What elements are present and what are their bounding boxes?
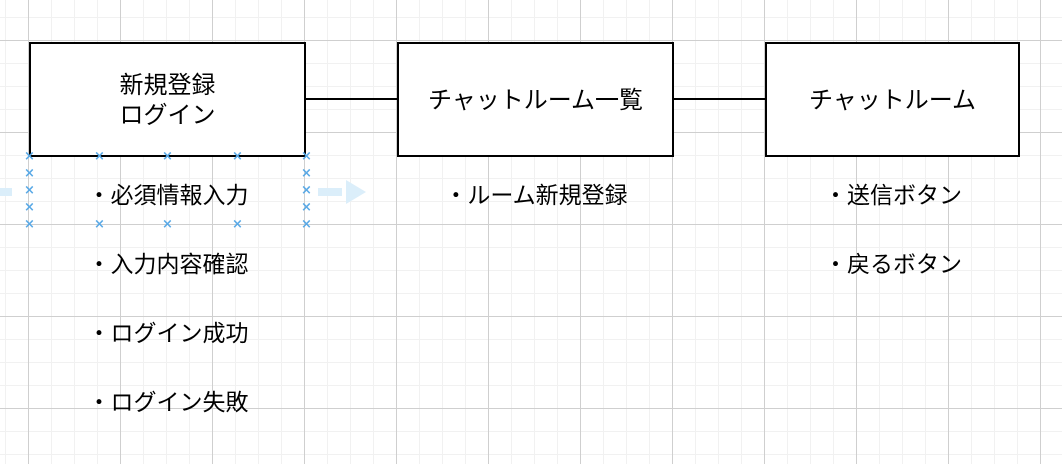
connection-point-icon[interactable]: × — [94, 149, 105, 164]
connection-point-icon[interactable]: × — [24, 200, 35, 215]
chatroom-list-item[interactable]: ・戻るボタン — [824, 252, 962, 278]
login-list-item[interactable]: ・ログイン失敗 — [87, 390, 249, 416]
connection-point-icon[interactable]: × — [301, 217, 312, 232]
connector-roomlist-to-chatroom[interactable] — [674, 98, 765, 100]
connector-login-to-roomlist[interactable] — [306, 98, 397, 100]
node-label: チャットルーム一覧 — [427, 85, 644, 114]
hover-arrow-right-icon[interactable] — [318, 178, 368, 206]
roomlist-list-item[interactable]: ・ルーム新規登録 — [444, 183, 628, 209]
login-list-item[interactable]: ・ログイン成功 — [87, 321, 249, 347]
connection-point-icon[interactable]: × — [24, 166, 35, 181]
connection-point-icon[interactable]: × — [301, 166, 312, 181]
connection-point-icon[interactable]: × — [301, 200, 312, 215]
connection-point-icon[interactable]: × — [162, 149, 173, 164]
node-register-login[interactable]: 新規登録ログイン — [29, 42, 306, 157]
connection-point-icon[interactable]: × — [24, 149, 35, 164]
node-label-line1: 新規登録 — [119, 70, 216, 99]
connection-point-icon[interactable]: × — [162, 217, 173, 232]
login-list-item[interactable]: ・入力内容確認 — [87, 252, 249, 278]
node-label: チャットルーム — [808, 85, 977, 114]
node-chatroom[interactable]: チャットルーム — [765, 42, 1020, 157]
connection-point-icon[interactable]: × — [232, 217, 243, 232]
connection-point-icon[interactable]: × — [232, 149, 243, 164]
hover-arrow-left-icon[interactable] — [0, 180, 20, 204]
connection-point-icon[interactable]: × — [301, 183, 312, 198]
login-list-item[interactable]: ・必須情報入力 — [87, 183, 249, 209]
connection-point-icon[interactable]: × — [301, 149, 312, 164]
chatroom-list-item[interactable]: ・送信ボタン — [824, 183, 962, 209]
node-chatroom-list[interactable]: チャットルーム一覧 — [397, 42, 674, 157]
connection-point-icon[interactable]: × — [24, 217, 35, 232]
node-label-line2: ログイン — [119, 100, 216, 129]
connection-point-icon[interactable]: × — [94, 217, 105, 232]
connection-point-icon[interactable]: × — [24, 183, 35, 198]
